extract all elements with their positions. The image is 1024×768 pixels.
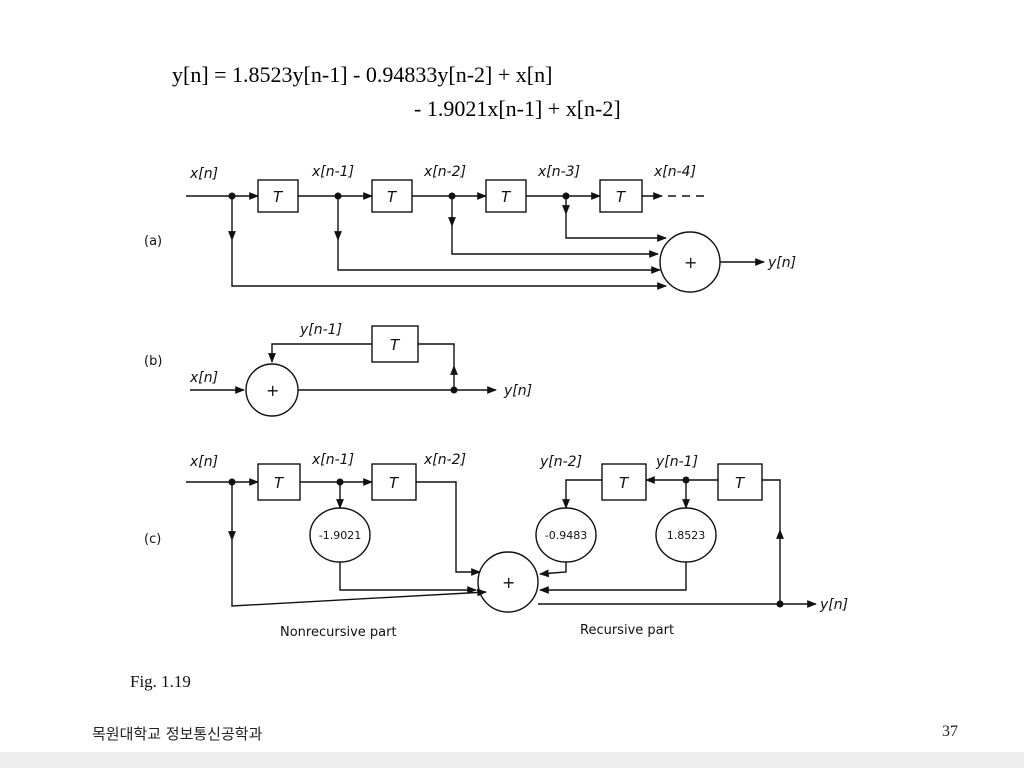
bottom-band [0, 752, 1024, 768]
adder-symbol: + [502, 573, 515, 592]
delay-box [371, 325, 419, 363]
part-c-label: (c) [144, 532, 161, 547]
delay-box [257, 463, 301, 501]
signal-x-n-3: x[n-3] [537, 164, 580, 180]
delay-label: T [389, 474, 400, 492]
signal-y-n-2: y[n-2] [539, 454, 582, 470]
coefficient-node [309, 507, 371, 563]
delay-label: T [387, 188, 398, 206]
adder-symbol: + [684, 253, 697, 272]
diagram-part-a [186, 179, 765, 293]
nonrecursive-part-label: Nonrecursive part [280, 625, 397, 640]
part-a-label: (a) [144, 234, 162, 249]
coefficient-label: 1.8523 [667, 529, 706, 542]
signal-x-n: x[n] [189, 166, 218, 182]
coefficient-node [655, 507, 717, 563]
signal-y-n-1: y[n-1] [655, 454, 698, 470]
delay-box [717, 463, 763, 501]
signal-x-n-2: x[n-2] [423, 164, 466, 180]
equation-line-2: - 1.9021x[n-1] + x[n-2] [414, 96, 621, 121]
delay-label: T [273, 188, 284, 206]
signal-x-n-1: x[n-1] [311, 164, 354, 180]
output-y-n: y[n] [767, 255, 796, 271]
recursive-part-label: Recursive part [580, 623, 674, 638]
coefficient-node [535, 507, 597, 563]
signal-x-n: x[n] [189, 454, 218, 470]
signal-x-n-2: x[n-2] [423, 452, 466, 468]
delay-box [485, 179, 527, 213]
delay-label: T [616, 188, 627, 206]
coefficient-label: -0.9483 [545, 529, 587, 542]
signal-x-n-1: x[n-1] [311, 452, 354, 468]
part-b-label: (b) [144, 354, 162, 369]
delay-label: T [274, 474, 285, 492]
figure-caption: Fig. 1.19 [130, 672, 191, 691]
signal-x-n: x[n] [189, 370, 218, 386]
signal-x-n-4: x[n-4] [653, 164, 696, 180]
output-y-n: y[n] [503, 383, 532, 399]
delay-label: T [619, 474, 630, 492]
delay-label: T [390, 336, 401, 354]
output-y-n: y[n] [819, 597, 848, 613]
page-number: 37 [942, 723, 958, 740]
delay-label: T [735, 474, 746, 492]
delay-box [599, 179, 643, 213]
diagram-part-c [186, 463, 817, 613]
signal-y-n-1: y[n-1] [299, 322, 342, 338]
coefficient-label: -1.9021 [319, 529, 361, 542]
junction-dots [228, 192, 784, 608]
adder-symbol: + [266, 381, 279, 400]
equation-line-1: y[n] = 1.8523y[n-1] - 0.94833y[n-2] + x[… [172, 62, 553, 87]
delay-box [257, 179, 299, 213]
diagram-part-b [190, 325, 497, 417]
delay-label: T [501, 188, 512, 206]
delay-box [601, 463, 647, 501]
delay-box [371, 463, 417, 501]
delay-box [371, 179, 413, 213]
footer-institution: 목원대학교 정보통신공학과 [92, 725, 263, 743]
